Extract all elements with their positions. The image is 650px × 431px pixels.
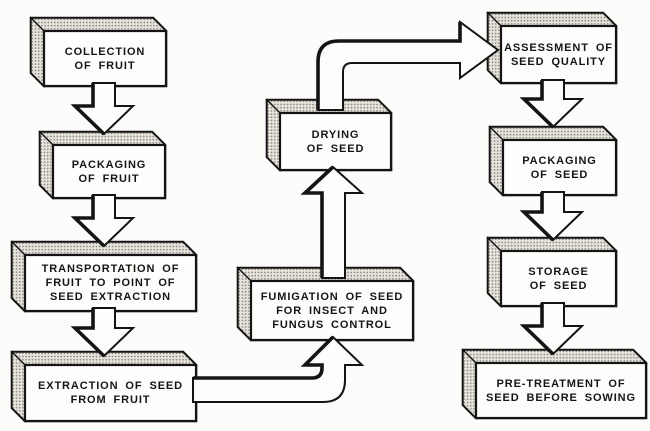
arrow-collection-to-packaging bbox=[72, 82, 136, 136]
flow-box-packaging-of-seed: PACKAGING OF SEED bbox=[487, 124, 619, 198]
box-left-face bbox=[30, 16, 45, 88]
box-front-face bbox=[249, 279, 415, 342]
box-left-face bbox=[266, 98, 281, 172]
flow-box-transportation-of-fruit: TRANSPORTATION OF FRUIT TO POINT OF SEED… bbox=[9, 239, 199, 314]
flow-box-extraction-of-seed: EXTRACTION OF SEED FROM FRUIT bbox=[9, 349, 199, 424]
flow-box-label: PACKAGING OF FRUIT bbox=[71, 158, 147, 185]
box-top-face bbox=[10, 351, 198, 366]
arrow-shadow-edge bbox=[193, 335, 335, 380]
box-left-face bbox=[487, 236, 502, 308]
box-3d-faces bbox=[488, 125, 618, 197]
box-top-face bbox=[236, 267, 415, 282]
arrow-packaging-seed-to-storage bbox=[521, 191, 585, 242]
box-left-face bbox=[237, 266, 252, 342]
box-front-face bbox=[501, 138, 618, 197]
flow-box-label: STORAGE OF SEED bbox=[528, 265, 589, 292]
box-3d-faces bbox=[10, 350, 198, 423]
box-top-face bbox=[38, 131, 167, 146]
box-top-face bbox=[486, 237, 618, 252]
box-3d-faces bbox=[265, 98, 393, 172]
box-front-face bbox=[278, 111, 393, 172]
flow-box-label: ASSESSMENT OF SEED QUALITY bbox=[504, 41, 613, 68]
flow-box-fumigation-of-seed: FUMIGATION OF SEED FOR INSECT AND FUNGUS… bbox=[235, 265, 416, 343]
flow-box-label: PRE-TREATMENT OF SEED BEFORE SOWING bbox=[486, 377, 636, 404]
flow-box-label: PACKAGING OF SEED bbox=[522, 154, 597, 181]
box-front-face bbox=[23, 363, 198, 423]
box-3d-faces bbox=[38, 130, 167, 200]
box-3d-faces bbox=[29, 16, 168, 88]
box-3d-faces bbox=[461, 348, 648, 420]
flow-box-storage-of-seed: STORAGE OF SEED bbox=[485, 235, 619, 309]
box-front-face bbox=[42, 29, 168, 88]
arrow-shadow-edge bbox=[300, 165, 335, 278]
box-top-face bbox=[488, 126, 618, 141]
arrow-fumigation-to-drying bbox=[302, 165, 365, 279]
flow-box-label: TRANSPORTATION OF FRUIT TO POINT OF SEED… bbox=[41, 263, 180, 303]
box-left-face bbox=[462, 348, 477, 420]
flow-box-label: COLLECTION OF FRUIT bbox=[64, 45, 146, 72]
flow-box-drying-of-seed: DRYING OF SEED bbox=[264, 97, 394, 173]
flow-box-label: EXTRACTION OF SEED FROM FRUIT bbox=[37, 380, 184, 406]
box-top-face bbox=[265, 99, 393, 114]
box-left-face bbox=[487, 11, 502, 85]
box-top-face bbox=[29, 17, 168, 32]
box-left-face bbox=[489, 125, 504, 197]
box-left-face bbox=[11, 350, 26, 423]
flow-box-collection-of-fruit: COLLECTION OF FRUIT bbox=[28, 15, 169, 89]
arrow-shadow-edge bbox=[519, 192, 555, 242]
arrow-shadow-edge bbox=[70, 83, 106, 136]
arrow-extraction-to-fumigation bbox=[192, 335, 365, 403]
box-left-face bbox=[11, 240, 26, 313]
box-3d-faces bbox=[486, 11, 618, 85]
flow-box-assessment-of-seed-quality: ASSESSMENT OF SEED QUALITY bbox=[485, 10, 619, 86]
flow-box-packaging-of-fruit: PACKAGING OF FRUIT bbox=[37, 129, 168, 201]
box-top-face bbox=[486, 12, 618, 27]
box-front-face bbox=[23, 253, 198, 313]
box-front-face bbox=[499, 24, 618, 85]
flow-box-label: FUMIGATION OF SEED FOR INSECT AND FUNGUS… bbox=[260, 290, 404, 331]
flow-box-pre-treatment-of-seed: PRE-TREATMENT OF SEED BEFORE SOWING bbox=[460, 347, 649, 421]
box-front-face bbox=[474, 361, 648, 420]
box-3d-faces bbox=[10, 240, 198, 313]
box-top-face bbox=[461, 349, 648, 364]
flow-box-label: DRYING OF SEED bbox=[306, 128, 365, 155]
box-3d-faces bbox=[236, 266, 415, 342]
box-top-face bbox=[10, 241, 198, 256]
arrow-shadow-edge bbox=[519, 80, 555, 129]
arrow-assessment-to-packaging-seed bbox=[521, 79, 585, 129]
